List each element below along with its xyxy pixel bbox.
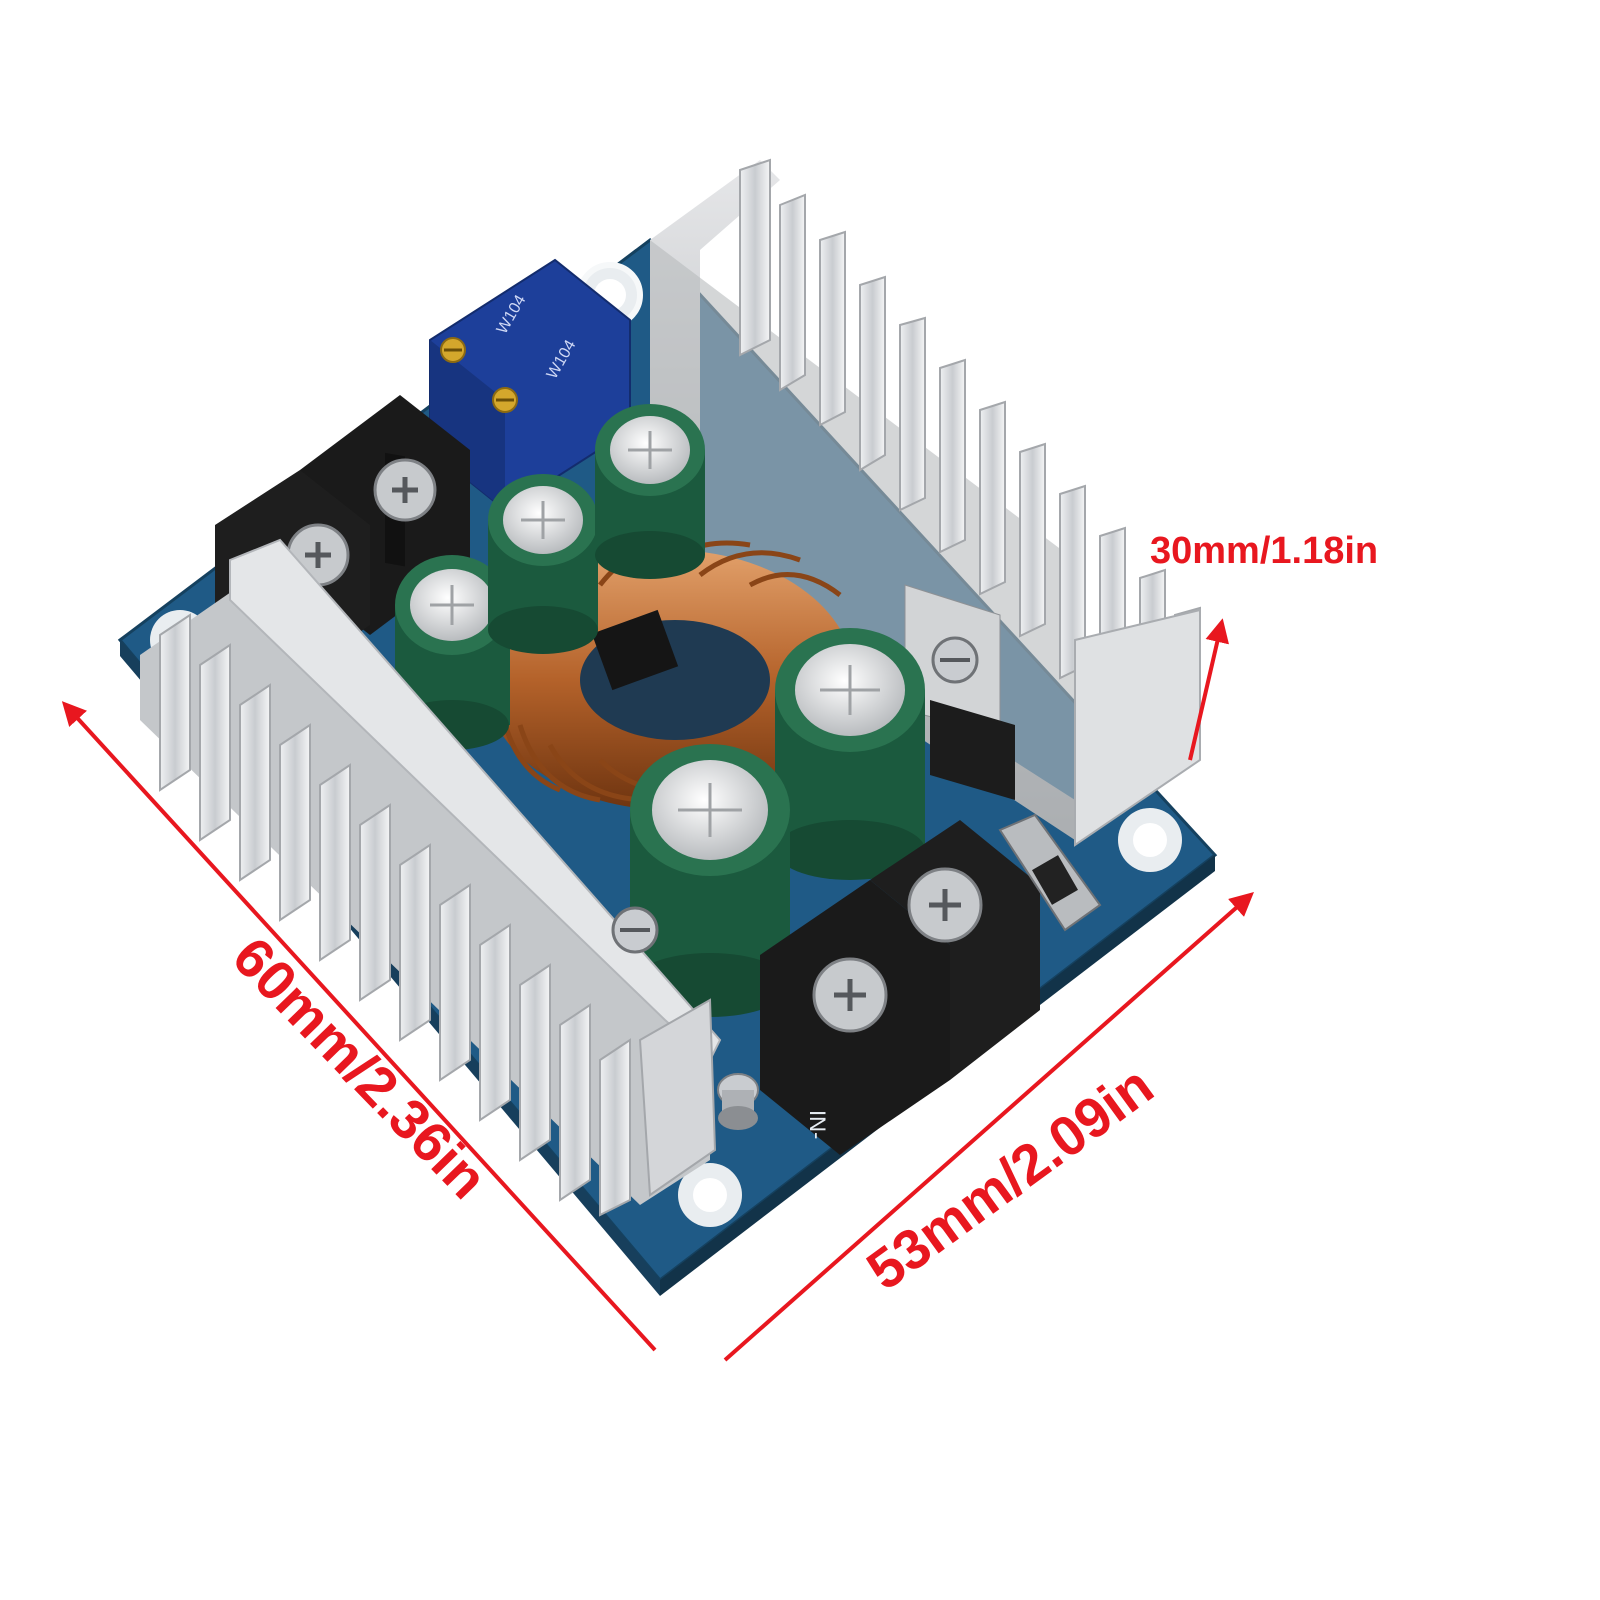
capacitor-4: [775, 628, 925, 880]
led-indicator: [717, 1073, 759, 1130]
terminal-block-output: IN-: [760, 820, 1040, 1155]
height-arrow: [1188, 618, 1229, 761]
heatsink-right: [650, 158, 1201, 847]
capacitor-2: [488, 474, 598, 654]
length-arrow: [61, 701, 657, 1352]
trimmer-potentiometers: W104 W104: [429, 258, 631, 512]
width-arrow: [723, 892, 1254, 1362]
capacitor-5: [630, 744, 790, 1017]
electrolytic-capacitors: [395, 404, 925, 1017]
capacitor-3: [595, 404, 705, 579]
slide-switch: [998, 813, 1102, 932]
dimension-arrows: [61, 618, 1254, 1362]
height-dimension-label: 30mm/1.18in: [1150, 530, 1379, 572]
heatsink-left: [140, 538, 722, 1217]
terminal-mark-label: IN-: [805, 1110, 830, 1139]
